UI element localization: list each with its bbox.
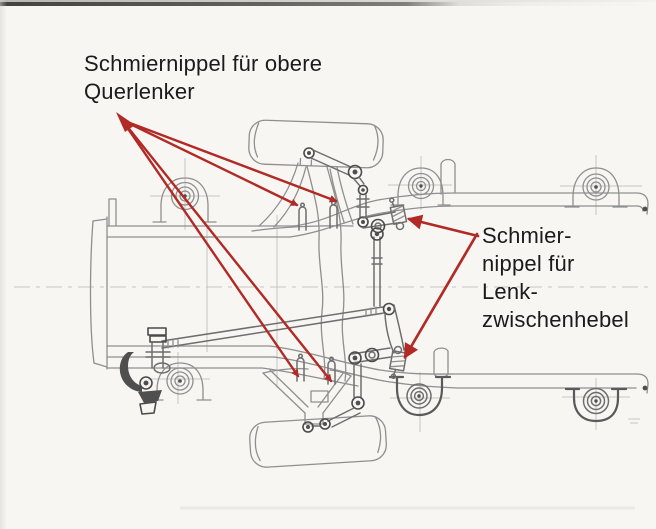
front-wheel-bottom xyxy=(249,415,387,468)
label-line: Querlenker xyxy=(84,79,195,104)
drag-link-vertical xyxy=(370,227,384,307)
spring-hanger-right-bottom xyxy=(564,387,628,423)
scan-edge-hairline xyxy=(0,0,656,2)
steering-knuckle-arm-top xyxy=(303,147,370,228)
label-line: zwischenhebel xyxy=(482,307,629,332)
annotation-pointers-querlenker xyxy=(116,112,338,383)
leaf-spring-band xyxy=(306,165,347,382)
front-wheel-top xyxy=(248,119,384,169)
label-line: Schmiernippel für obere xyxy=(84,51,323,76)
label-line: Lenk- xyxy=(482,279,539,304)
grease-nipple-pin-upper-left xyxy=(298,202,307,231)
scan-edge-left xyxy=(0,0,7,529)
drag-link-long xyxy=(161,302,396,349)
label-schmiernippel-lenkzwischenhebel: Schmier- nippel für Lenk- zwischenhebel xyxy=(482,222,629,334)
construction-centerlines xyxy=(14,155,648,510)
steering-gearbox xyxy=(119,327,171,415)
label-line: nippel für xyxy=(482,251,575,276)
label-schmiernippel-querlenker: Schmiernippel für obere Querlenker xyxy=(84,50,322,106)
spring-hanger-right-top xyxy=(564,167,628,208)
scan-edge-top xyxy=(0,2,656,6)
idler-lever-lower xyxy=(348,304,408,380)
annotation-pointers-lenkzwischenhebel xyxy=(403,214,480,359)
idler-lever-upper xyxy=(362,197,408,234)
crossmember-pipes xyxy=(433,158,456,378)
spring-hanger-mid-bottom xyxy=(388,375,452,417)
frame-rail-bottom xyxy=(261,345,649,394)
steering-knuckle-arm-bottom xyxy=(302,363,365,433)
front-crossmember-box xyxy=(89,198,295,370)
upper-control-arm xyxy=(251,162,354,232)
label-line: Schmier- xyxy=(482,223,572,248)
spring-hanger-front-left xyxy=(152,177,217,223)
